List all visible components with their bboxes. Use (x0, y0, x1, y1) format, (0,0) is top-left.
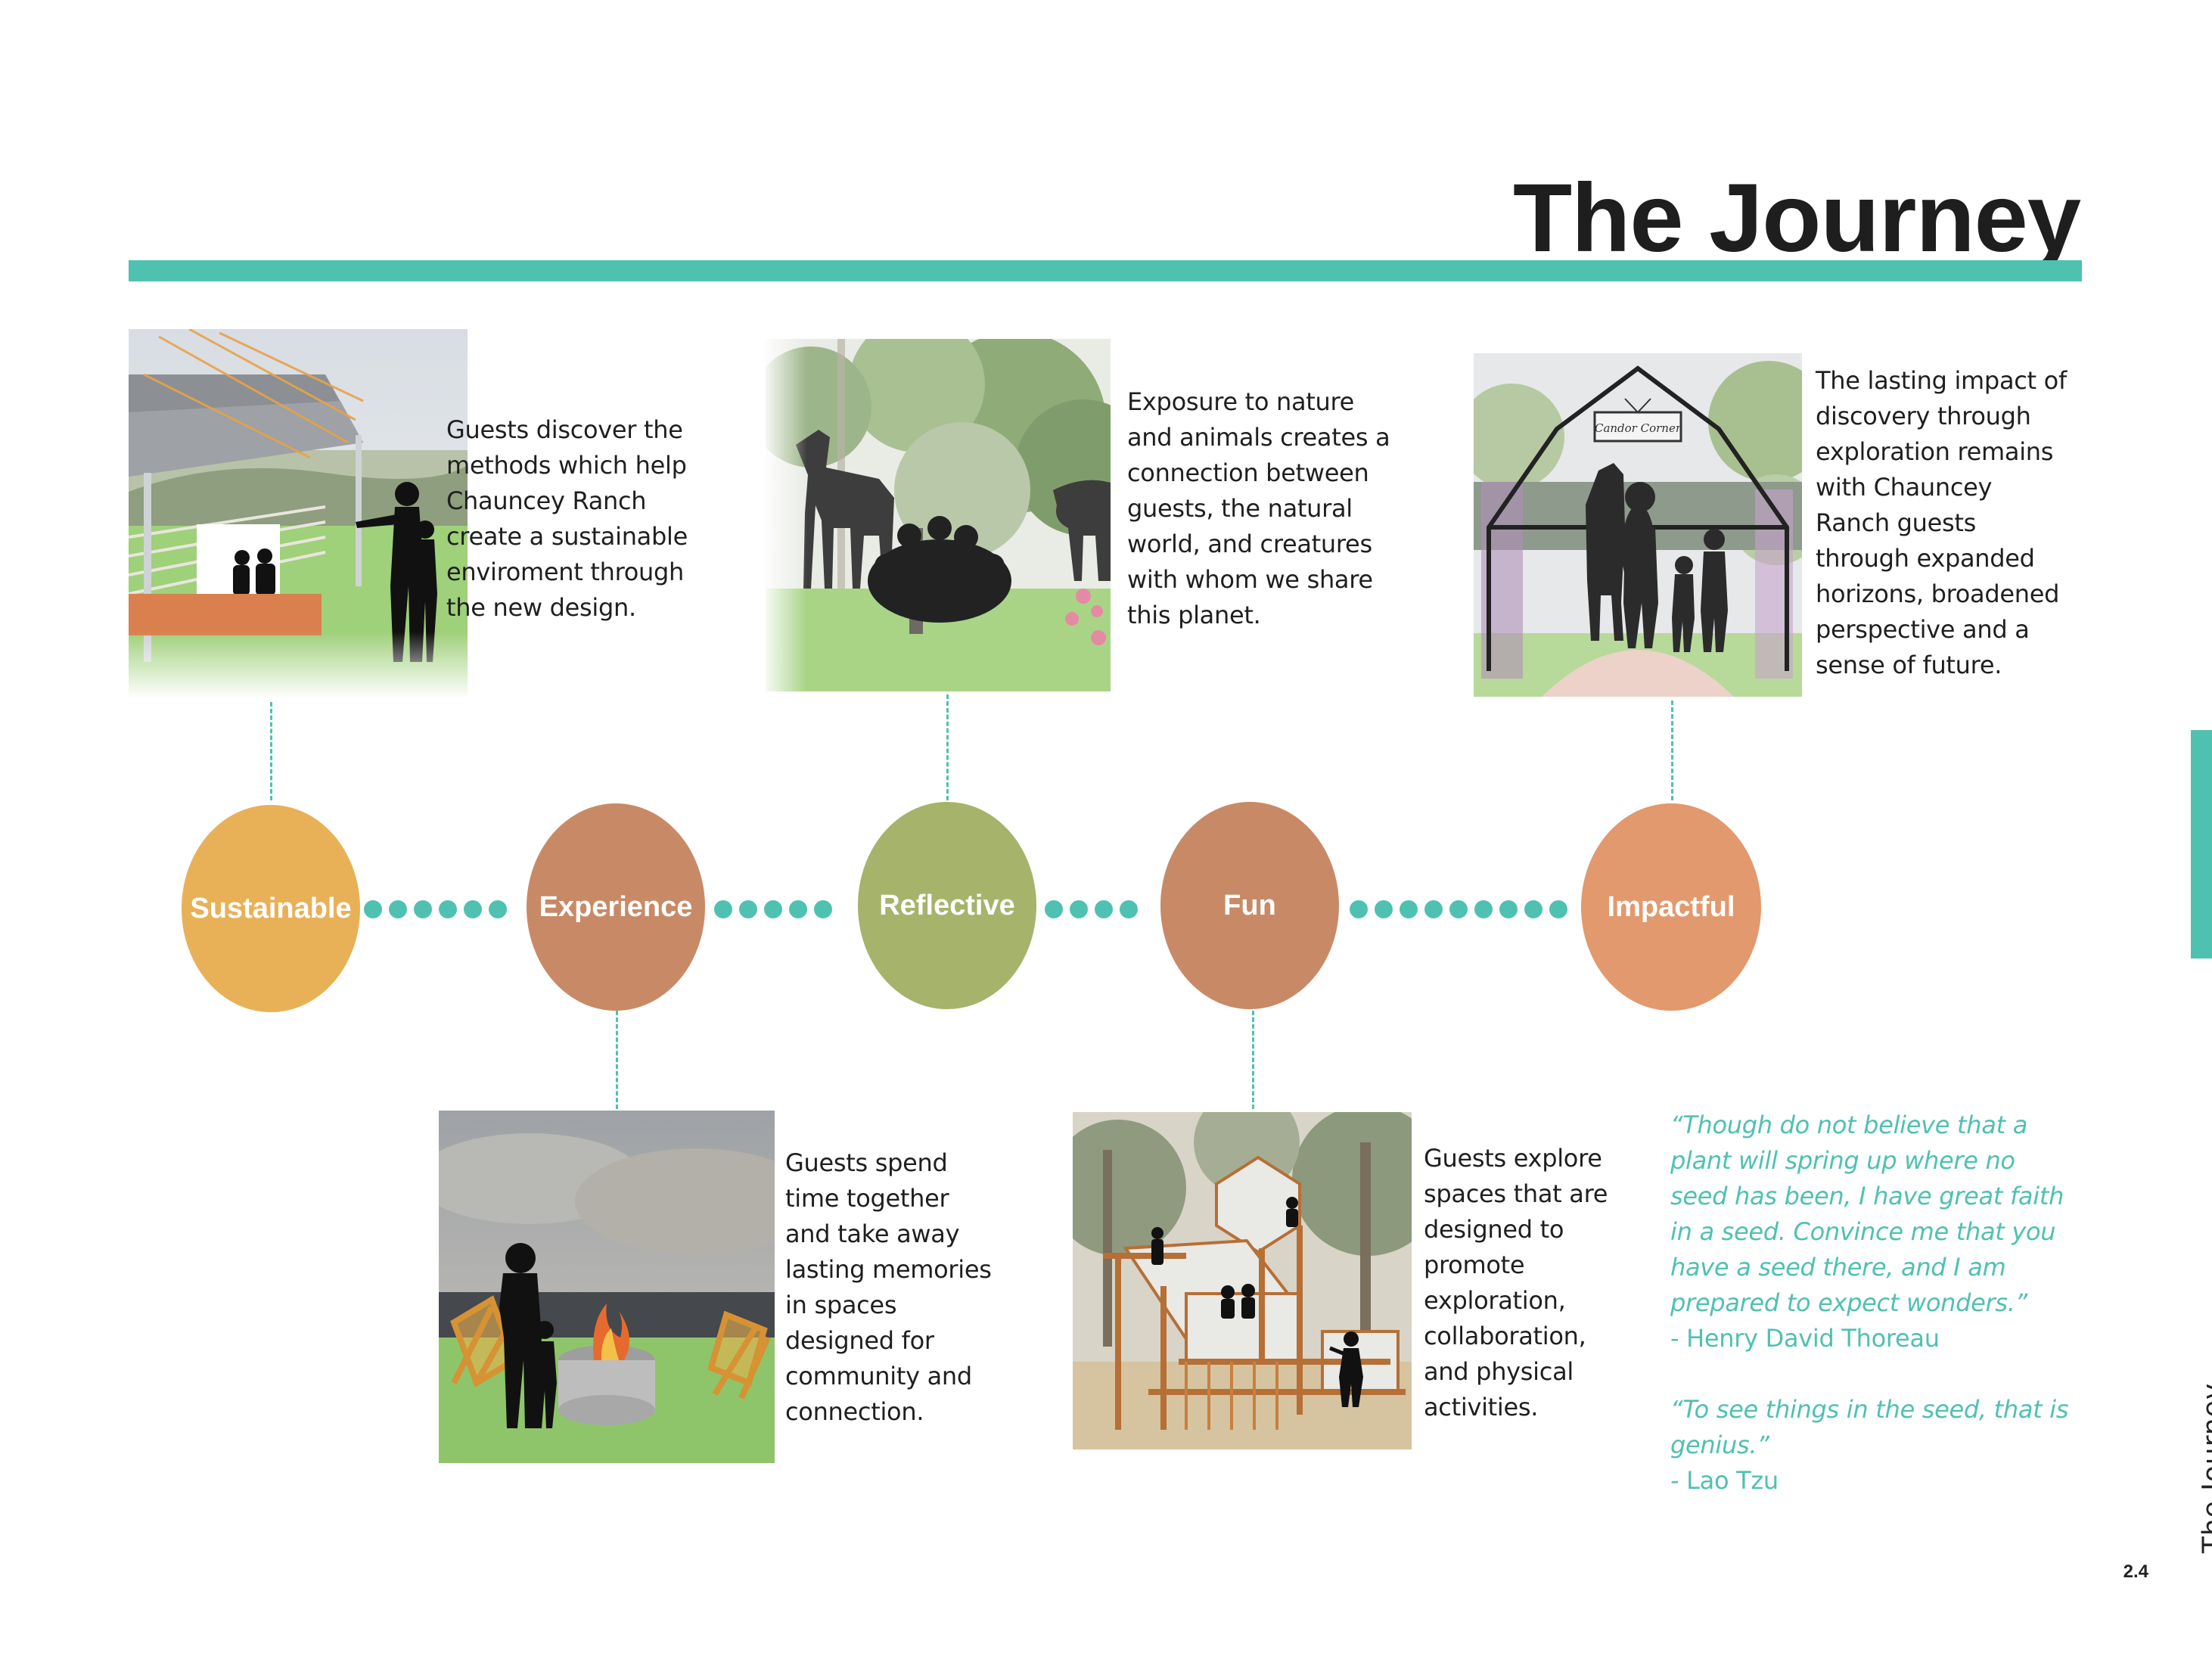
stage-label-experience: Experience (539, 890, 693, 923)
timeline-dot (1499, 900, 1518, 918)
stage-circle-reflective[interactable]: Reflective (858, 802, 1036, 1009)
timeline-dot (1045, 900, 1063, 918)
experience-image (439, 1111, 775, 1463)
stage-label-impactful: Impactful (1607, 890, 1735, 923)
timeline-dot (714, 900, 732, 918)
timeline-dot (1070, 900, 1088, 918)
quote-thoreau-text: “Though do not believe that a plant will… (1670, 1111, 2064, 1317)
timeline-dot (1350, 900, 1368, 918)
barn-sign-text: Candor Corner (1595, 421, 1682, 435)
description-reflective: Exposure to nature and animals creates a… (1127, 387, 1390, 629)
timeline-dot (414, 900, 432, 918)
timeline-dot (489, 900, 507, 918)
stage-circle-sustainable[interactable]: Sustainable (182, 805, 360, 1012)
section-tab[interactable] (2191, 730, 2212, 958)
description-experience: Guests spend time together and take away… (785, 1148, 992, 1426)
timeline-dot (1524, 900, 1542, 918)
stage-label-sustainable: Sustainable (190, 892, 352, 924)
stage-circle-fun[interactable]: Fun (1160, 802, 1339, 1009)
sustainable-image (129, 329, 468, 698)
section-side-label: The Journey (2197, 1382, 2212, 1554)
description-sustainable: Guests discover the methods which help C… (446, 415, 688, 622)
stage-circle-experience[interactable]: Experience (527, 803, 705, 1011)
page-number: 2.4 (2123, 1561, 2148, 1582)
connector-reflective (946, 694, 949, 800)
timeline-dot (1449, 900, 1468, 918)
stage-circle-impactful[interactable]: Impactful (1581, 803, 1761, 1011)
timeline-dot (1474, 900, 1493, 918)
fun-image (1073, 1112, 1412, 1449)
quote-laotzu-author: - Lao Tzu (1670, 1466, 1779, 1495)
connector-experience (616, 1011, 618, 1109)
title-underline (129, 260, 2082, 281)
description-fun: Guests explore spaces that are designed … (1424, 1144, 1608, 1421)
timeline-dot (1424, 900, 1443, 918)
quote-laotzu-text: “To see things in the seed, that is geni… (1670, 1395, 2069, 1459)
timeline-dot (789, 900, 807, 918)
timeline-dot (1400, 900, 1418, 918)
timeline-dot (1095, 900, 1113, 918)
timeline-dot (464, 900, 482, 918)
connector-sustainable (270, 702, 272, 800)
timeline-dot (739, 900, 757, 918)
reflective-image (766, 339, 1111, 691)
timeline-dot (764, 900, 782, 918)
timeline-dot (814, 900, 832, 918)
impactful-image: Candor Corner (1474, 353, 1802, 697)
description-impactful: The lasting impact of discovery through … (1816, 366, 2067, 679)
timeline-dot (439, 900, 457, 918)
page-title: The Journey (1512, 164, 2081, 272)
timeline-dot (389, 900, 407, 918)
connector-fun (1252, 1011, 1254, 1109)
quotes-block: “Though do not believe that a plant will… (1670, 1108, 2079, 1499)
timeline-dot (1120, 900, 1138, 918)
connector-impactful (1671, 701, 1673, 800)
timeline-dot (1375, 900, 1393, 918)
timeline-dot (364, 900, 382, 918)
stage-label-fun: Fun (1223, 889, 1276, 921)
stage-label-reflective: Reflective (879, 889, 1015, 921)
timeline-dot (1549, 900, 1567, 918)
quote-thoreau-author: - Henry David Thoreau (1670, 1324, 1940, 1353)
